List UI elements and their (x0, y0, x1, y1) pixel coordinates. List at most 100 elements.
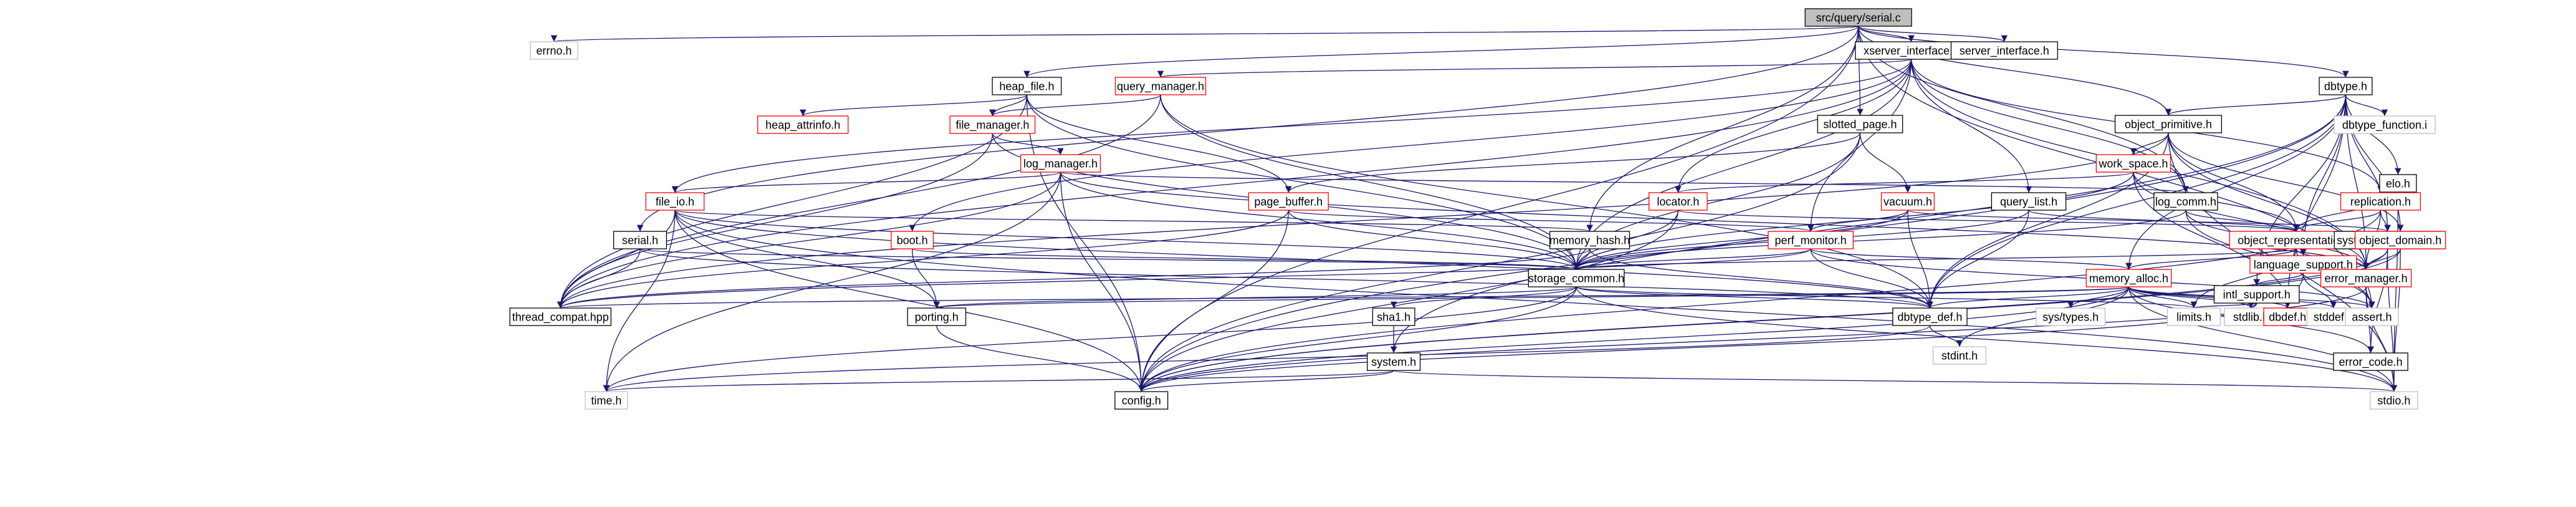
edge-page-buffer-h-to-thread-compat-hpp (557, 210, 1289, 309)
node-label: dbtype_def.h (1897, 311, 1962, 324)
node-system-h[interactable]: system.h (1367, 352, 1421, 371)
node-label: heap_file.h (999, 80, 1054, 93)
node-error-manager-h[interactable]: error_manager.h (2320, 269, 2412, 287)
node-label: limits.h (2176, 311, 2211, 323)
edge-memory-alloc-h-to-stdio-h (2128, 286, 2398, 392)
edge-error-manager-h-to-stdio-h (2365, 286, 2398, 392)
edge-slotted-page-h-to-page-buffer-h (1285, 132, 1861, 193)
node-intl-support-h[interactable]: intl_support.h (2213, 285, 2300, 304)
edge-log-manager-h-to-file-io-h (672, 171, 1061, 193)
node-box (757, 115, 849, 134)
node-file-io-h[interactable]: file_io.h (645, 192, 705, 211)
node-serial-h[interactable]: serial.h (613, 231, 668, 249)
node-porting-h[interactable]: porting.h (907, 307, 967, 326)
node-box (1549, 231, 1630, 249)
node-server-interface-h[interactable]: server_interface.h (1950, 41, 2058, 60)
edge-storage-common-h-to-time-h (603, 286, 1577, 392)
edge-dbtype-h-to-system-h (1391, 94, 2347, 354)
node-box (891, 231, 934, 249)
edge-serial-c-to-dbtype-h (1857, 26, 2349, 78)
node-xserver-interface-h[interactable]: xserver_interface.h (1855, 41, 1968, 60)
node-label: sha1.h (1377, 311, 1410, 323)
edge-dbtype-h-to-dbtype-def-h (1927, 94, 2347, 309)
node-label: page_buffer.h (1254, 195, 1323, 208)
node-page-buffer-h[interactable]: page_buffer.h (1248, 192, 1329, 211)
node-box (2340, 192, 2421, 211)
node-object-domain-h[interactable]: object_domain.h (2355, 231, 2446, 249)
node-boot-h[interactable]: boot.h (891, 231, 934, 249)
node-error-code-h[interactable]: error_code.h (2333, 352, 2408, 371)
edge-log-manager-h-to-time-h (603, 171, 1061, 392)
node-object-primitive-h[interactable]: object_primitive.h (2114, 115, 2222, 133)
node-locator-h[interactable]: locator.h (1649, 192, 1708, 211)
edge-perf-monitor-h-to-storage-common-h (1573, 248, 1811, 270)
node-label: sys/types.h (2042, 311, 2099, 323)
node-elo-h[interactable]: elo.h (2379, 174, 2417, 193)
node-heap-file-h[interactable]: heap_file.h (992, 77, 1062, 95)
edge-memory-alloc-h-to-config-h (1138, 286, 2130, 392)
edge-query-manager-h-to-file-manager-h (989, 94, 1161, 117)
edge-slotted-page-h-to-vacuum-h (1859, 132, 1912, 193)
edge-log-comm-h-to-storage-common-h (1573, 210, 2186, 270)
node-box (2334, 115, 2436, 134)
node-storage-common-h[interactable]: storage_common.h (1528, 269, 1625, 287)
node-log-manager-h[interactable]: log_manager.h (1020, 154, 1101, 173)
node-label: error_manager.h (2325, 272, 2408, 285)
node-stdio-h: stdio.h (2370, 391, 2418, 410)
node-dbtype-h[interactable]: dbtype.h (2319, 77, 2373, 95)
node-label: heap_attrinfo.h (765, 118, 840, 132)
edge-file-io-h-to-dbtype-def-h (674, 210, 1933, 309)
node-file-manager-h[interactable]: file_manager.h (949, 115, 1036, 134)
node-box (1248, 192, 1329, 211)
node-box (1528, 269, 1625, 287)
node-replication-h[interactable]: replication.h (2340, 192, 2421, 211)
edge-system-h-to-time-h (603, 370, 1394, 392)
node-dbtype-def-h[interactable]: dbtype_def.h (1892, 307, 1968, 326)
edge-file-io-h-to-storage-common-h (674, 210, 1579, 270)
node-work-space-h[interactable]: work_space.h (2095, 154, 2171, 173)
node-memory-hash-h[interactable]: memory_hash.h (1549, 231, 1630, 249)
node-stdint-h: stdint.h (1932, 346, 1986, 365)
node-log-comm-h[interactable]: log_comm.h (2153, 192, 2218, 211)
node-heap-attrinfo-h[interactable]: heap_attrinfo.h (757, 115, 849, 134)
node-config-h[interactable]: config.h (1114, 391, 1169, 410)
node-perf-monitor-h[interactable]: perf_monitor.h (1768, 231, 1854, 249)
edge-dbtype-def-h-to-time-h (603, 325, 1931, 392)
edge-memory-alloc-h-to-thread-compat-hpp (558, 286, 2130, 309)
edge-log-comm-h-to-object-representation-h (2185, 210, 2300, 232)
edge-memory-alloc-h-to-porting-h (934, 286, 2130, 309)
edge-storage-common-h-to-porting-h (934, 286, 1577, 309)
edge-memory-alloc-h-to-sys-types-h (2067, 286, 2130, 309)
node-label: work_space.h (2098, 157, 2168, 170)
node-query-manager-h[interactable]: query_manager.h (1114, 77, 1207, 95)
edge-memory-alloc-h-to-dbdef-h (2128, 286, 2291, 309)
edge-log-manager-h-to-storage-common-h (1060, 171, 1580, 270)
edge-system-parameter-h-to-error-code-h (2367, 248, 2388, 354)
edge-error-manager-h-to-config-h (1138, 286, 2367, 392)
node-box (992, 77, 1062, 95)
node-box (1950, 41, 2058, 60)
node-time-h: time.h (585, 391, 628, 410)
edge-system-h-to-config-h (1138, 370, 1394, 392)
node-label: xserver_interface.h (1864, 44, 1959, 57)
node-thread-compat-hpp[interactable]: thread_compat.hpp (509, 307, 611, 326)
node-sha1-h[interactable]: sha1.h (1372, 307, 1415, 326)
node-label: config.h (1122, 394, 1161, 407)
node-label: system.h (1371, 355, 1416, 368)
node-dbdef-h[interactable]: dbdef.h (2263, 307, 2312, 326)
edge-heap-file-h-to-page-buffer-h (1026, 94, 1292, 193)
edge-page-buffer-h-to-storage-common-h (1288, 210, 1580, 270)
edge-dbtype-h-to-object-primitive-h (2165, 94, 2347, 116)
node-slotted-page-h[interactable]: slotted_page.h (1817, 115, 1903, 133)
node-box (1991, 192, 2067, 211)
node-serial-c[interactable]: src/query/serial.c (1804, 8, 1912, 27)
node-label: dbtype.h (2324, 80, 2367, 92)
node-label: memory_hash.h (1549, 234, 1630, 247)
node-query-list-h[interactable]: query_list.h (1991, 192, 2067, 211)
node-box (2085, 269, 2172, 287)
node-vacuum-h[interactable]: vacuum.h (1880, 192, 1935, 211)
node-label: storage_common.h (1528, 272, 1624, 285)
node-memory-alloc-h[interactable]: memory_alloc.h (2085, 269, 2172, 287)
edge-xserver-interface-h-to-perf-monitor-h (1807, 59, 1912, 232)
edge-dbtype-h-to-elo-h (2345, 94, 2401, 175)
